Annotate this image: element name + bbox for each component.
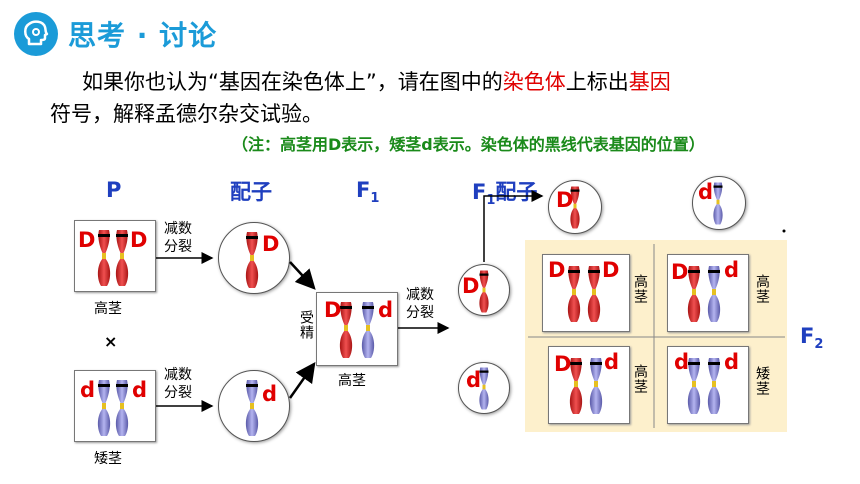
allele-f2-a-right: D <box>602 258 620 282</box>
label-f2: F2 <box>800 324 824 353</box>
highlight-gene: 基因 <box>628 70 671 94</box>
allele-gamete-short: d <box>262 382 278 406</box>
head-thinking-icon <box>14 12 58 56</box>
highlight-chromosome: 染色体 <box>502 70 566 94</box>
allele-p-short-left: d <box>80 378 96 402</box>
question-line-1: 如果你也认为“基因在染色体上”，请在图中的染色体上标出基因 <box>82 70 671 94</box>
allele-f2-b-right: d <box>724 258 740 282</box>
allele-f2-c-right: d <box>604 350 620 374</box>
f1-box <box>316 292 398 366</box>
caption-meiosis-2: 减数 分裂 <box>164 367 192 401</box>
allele-p-tall-right: D <box>130 228 148 252</box>
caption-f2-tall-2: 高茎 <box>754 274 770 304</box>
caption-fertilization: 受精 <box>298 310 314 340</box>
question-line-2: 符号，解释孟德尔杂交试验。 <box>50 102 323 126</box>
allele-p-tall-left: D <box>78 228 96 252</box>
allele-f2-a-left: D <box>548 258 566 282</box>
f2-box-Dd-1 <box>667 254 749 332</box>
label-gamete: 配子 <box>230 180 272 204</box>
allele-f2-d-left: d <box>674 350 690 374</box>
allele-f2-b-left: D <box>671 260 689 284</box>
f2-box-DD <box>542 254 630 332</box>
allele-f1-gamete-top-D: D <box>556 188 574 212</box>
allele-f2-d-right: d <box>724 350 740 374</box>
allele-f1-left: D <box>324 298 342 322</box>
p-tall-box <box>74 220 156 292</box>
allele-f1-gamete-top-d: d <box>698 180 714 204</box>
f2-box-Dd-2 <box>548 346 630 424</box>
caption-f1-tall: 高茎 <box>338 373 366 389</box>
section-title: 思考 · 讨论 <box>68 19 218 52</box>
allele-f2-c-left: D <box>554 352 572 376</box>
allele-f1-gamete-D: D <box>462 274 480 298</box>
label-p: P <box>106 178 122 202</box>
caption-tall: 高茎 <box>94 301 122 317</box>
f2-box-dd <box>667 346 749 424</box>
allele-f1-gamete-d: d <box>466 368 482 392</box>
caption-f2-tall-1: 高茎 <box>632 274 648 304</box>
caption-meiosis-1: 减数 分裂 <box>164 221 192 255</box>
allele-f1-right: d <box>378 298 394 322</box>
allele-p-short-right: d <box>132 378 148 402</box>
label-f1-gamete: F1配子 <box>472 180 538 209</box>
label-f1: F1 <box>356 178 380 207</box>
note: （注：高茎用D表示，矮茎d表示。染色体的黑线代表基因的位置） <box>232 135 705 154</box>
caption-short: 矮茎 <box>94 451 122 467</box>
caption-meiosis-3: 减数 分裂 <box>406 287 434 321</box>
allele-gamete-tall: D <box>262 232 280 256</box>
caption-f2-tall-3: 高茎 <box>632 364 648 394</box>
caption-f2-short: 矮茎 <box>754 366 770 396</box>
cross-symbol: × <box>104 332 118 351</box>
p-short-box <box>74 370 156 442</box>
